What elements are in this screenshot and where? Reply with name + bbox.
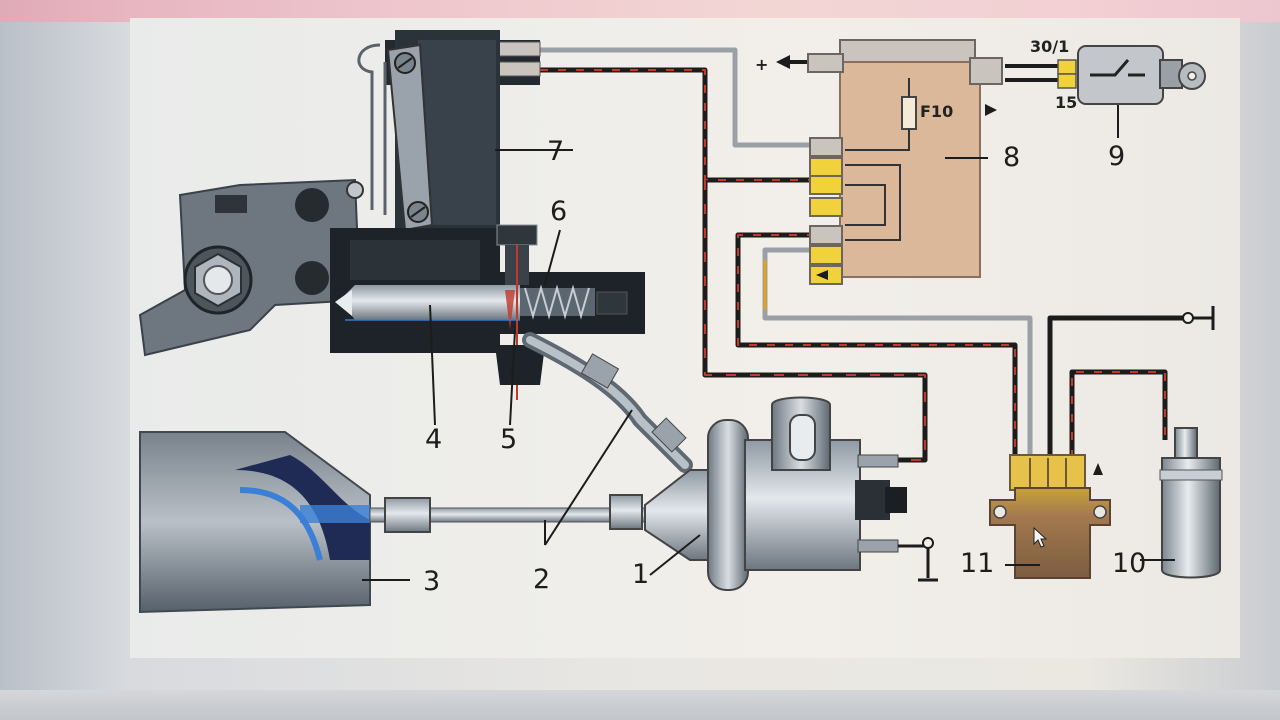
fuse-label: F10 bbox=[920, 102, 953, 121]
callout-leaders bbox=[362, 105, 1175, 581]
control-module bbox=[989, 454, 1111, 579]
wire-black-ground bbox=[1047, 315, 1185, 458]
ground-symbol-bottom bbox=[898, 537, 938, 582]
arrow-up-icon bbox=[1093, 463, 1103, 475]
arrow-left-icon bbox=[816, 270, 828, 280]
relay-block: F10 + bbox=[755, 39, 1003, 285]
callout-5: 5 bbox=[500, 424, 517, 455]
callout-9: 9 bbox=[1108, 141, 1125, 172]
callout-10: 10 bbox=[1112, 548, 1146, 579]
connector-yellow-4 bbox=[809, 245, 843, 265]
callout-7: 7 bbox=[547, 136, 564, 167]
taskbar bbox=[0, 690, 1280, 720]
solenoid-valve bbox=[644, 396, 907, 591]
callout-11: 11 bbox=[960, 548, 994, 579]
terminal-15-label: 15 bbox=[1055, 93, 1077, 112]
callout-numbers: 1 2 3 4 5 6 7 8 9 10 11 bbox=[423, 136, 1146, 597]
mounting-bracket bbox=[138, 178, 364, 357]
wire-black-coil bbox=[1069, 369, 1168, 458]
connector-yellow-2 bbox=[809, 175, 843, 195]
callout-4: 4 bbox=[425, 424, 442, 455]
microswitch bbox=[357, 30, 541, 232]
wiring-harness bbox=[540, 47, 1185, 463]
vacuum-hose bbox=[522, 332, 693, 473]
arrow-right-icon bbox=[985, 104, 997, 116]
plus-label: + bbox=[755, 55, 768, 74]
control-rod bbox=[369, 494, 661, 533]
spring-6 bbox=[524, 284, 590, 320]
connector-yellow-1 bbox=[809, 157, 843, 177]
top-edge-strip bbox=[0, 0, 1280, 22]
terminal-30-label: 30/1 bbox=[1030, 37, 1069, 56]
carburetor-body bbox=[139, 431, 371, 614]
callout-3: 3 bbox=[423, 566, 440, 597]
callout-8: 8 bbox=[1003, 142, 1020, 173]
mouse-cursor-icon bbox=[1033, 526, 1048, 548]
ignition-coil bbox=[1159, 427, 1223, 579]
valve-body bbox=[330, 224, 645, 400]
ignition-switch: 30/1 15 bbox=[1030, 37, 1206, 112]
connector-yellow-3 bbox=[809, 197, 843, 217]
ground-symbol-top bbox=[1182, 306, 1215, 330]
callout-2: 2 bbox=[533, 564, 550, 595]
wire-grey-top bbox=[540, 47, 815, 148]
wire-black-red-top bbox=[540, 67, 815, 183]
callout-6: 6 bbox=[550, 196, 567, 227]
wire-grey-to-module bbox=[762, 247, 1033, 458]
connector-grey-2 bbox=[809, 225, 843, 245]
callout-1: 1 bbox=[632, 559, 649, 590]
connector-grey-1 bbox=[809, 137, 843, 157]
plus-arrow-icon bbox=[776, 55, 790, 69]
